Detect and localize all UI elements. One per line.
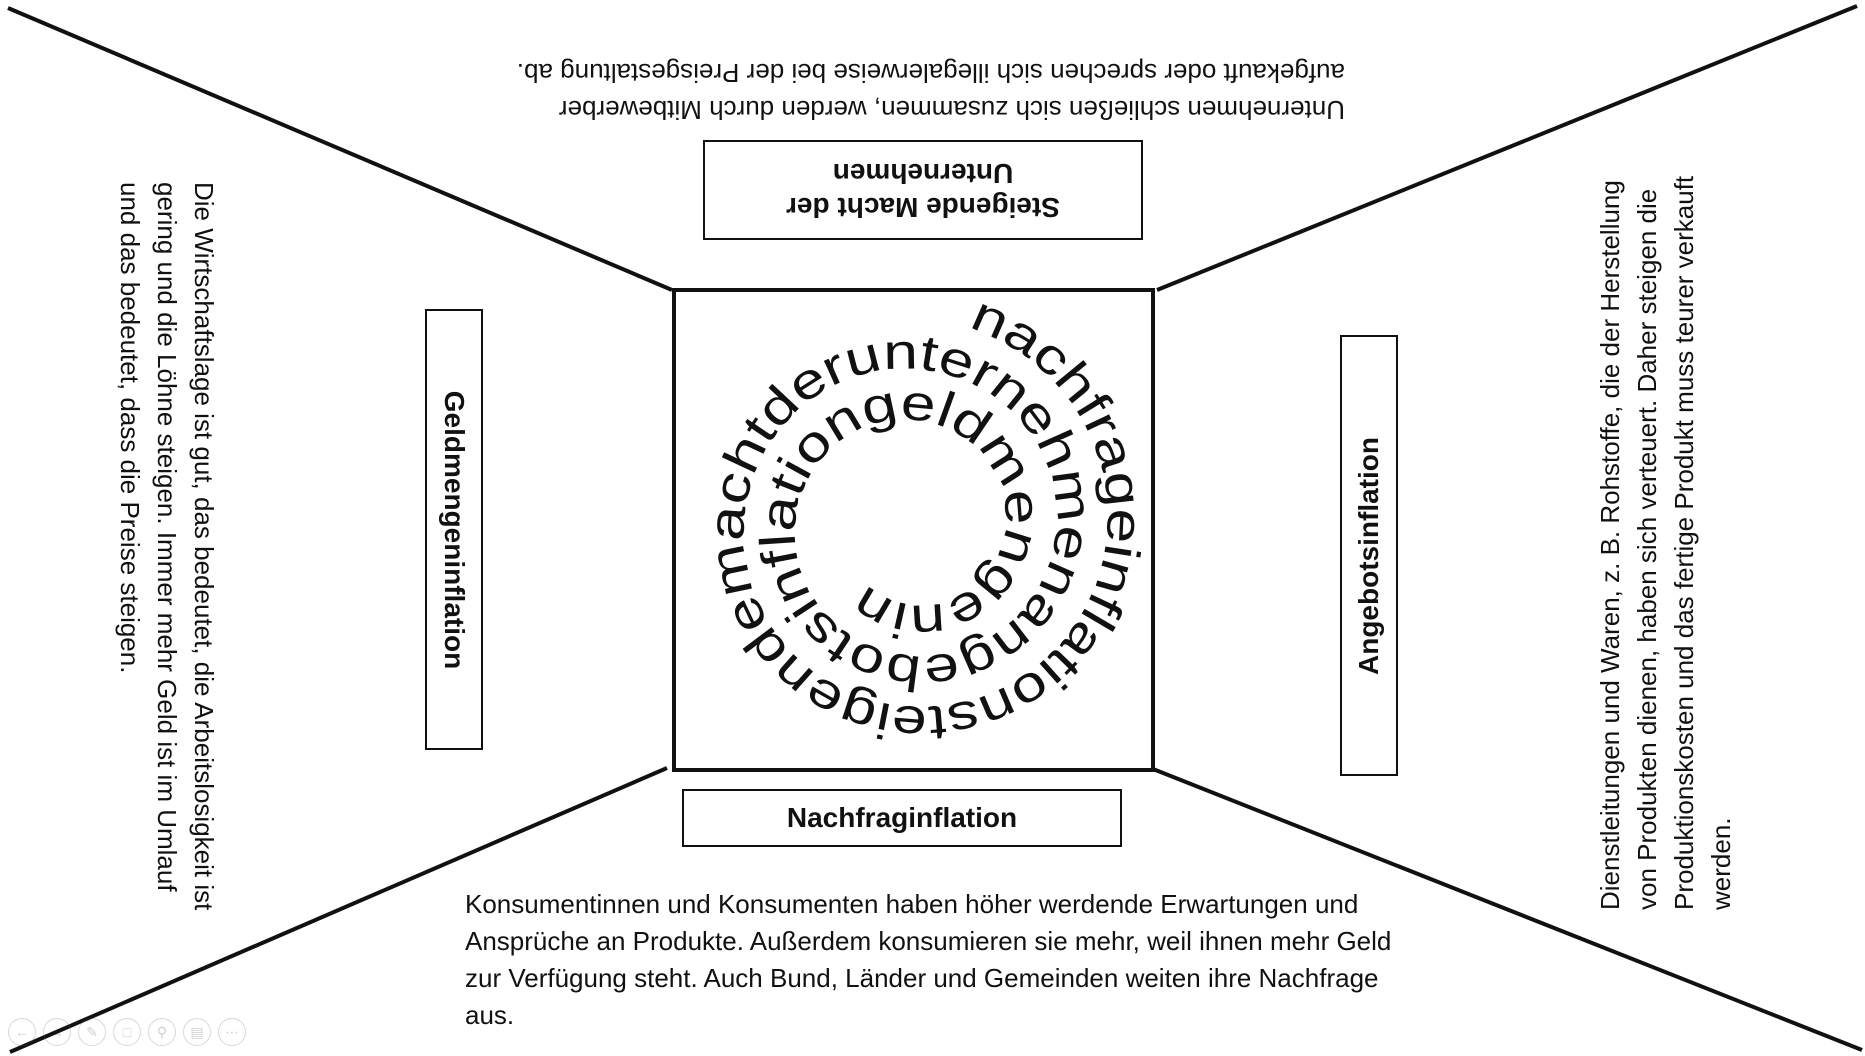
subtitles-icon[interactable]: ▤: [183, 1018, 211, 1046]
line-top-left: [7, 6, 673, 292]
forward-icon[interactable]: →: [43, 1018, 71, 1046]
back-icon[interactable]: ←: [8, 1018, 36, 1046]
zoom-icon[interactable]: ⚲: [148, 1018, 176, 1046]
top-box-label: Steigende Macht der Unternehmen: [786, 158, 1060, 223]
bottom-box: Nachfraginflation: [682, 789, 1122, 847]
left-box: Geldmengeninflation: [425, 309, 483, 750]
pen-icon[interactable]: ✎: [78, 1018, 106, 1046]
left-box-label: Geldmengeninflation: [439, 390, 470, 669]
right-box: Angebotsinflation: [1340, 335, 1398, 776]
right-box-label: Angebotsinflation: [1353, 436, 1385, 675]
top-box: Steigende Macht der Unternehmen: [703, 140, 1143, 240]
line-bottom-right: [1152, 767, 1863, 1052]
line-bottom-left: [9, 766, 668, 1054]
center-square: [672, 288, 1155, 772]
slideshow-toolbar: ← → ✎ □ ⚲ ▤ ⋯: [8, 1018, 246, 1046]
left-description: Die Wirtschaftslage ist gut, das bedeute…: [115, 182, 219, 911]
top-description: Unternehmen schließen sich zusammen, wer…: [516, 58, 1345, 125]
bottom-description: Konsumentinnen und Konsumenten haben höh…: [465, 889, 1392, 1030]
line-top-right: [1156, 4, 1858, 292]
slides-icon[interactable]: □: [113, 1018, 141, 1046]
right-description: Dienstleitungen und Waren, z. B. Rohstof…: [1595, 175, 1736, 910]
more-icon[interactable]: ⋯: [218, 1018, 246, 1046]
bottom-box-label: Nachfraginflation: [786, 802, 1018, 833]
